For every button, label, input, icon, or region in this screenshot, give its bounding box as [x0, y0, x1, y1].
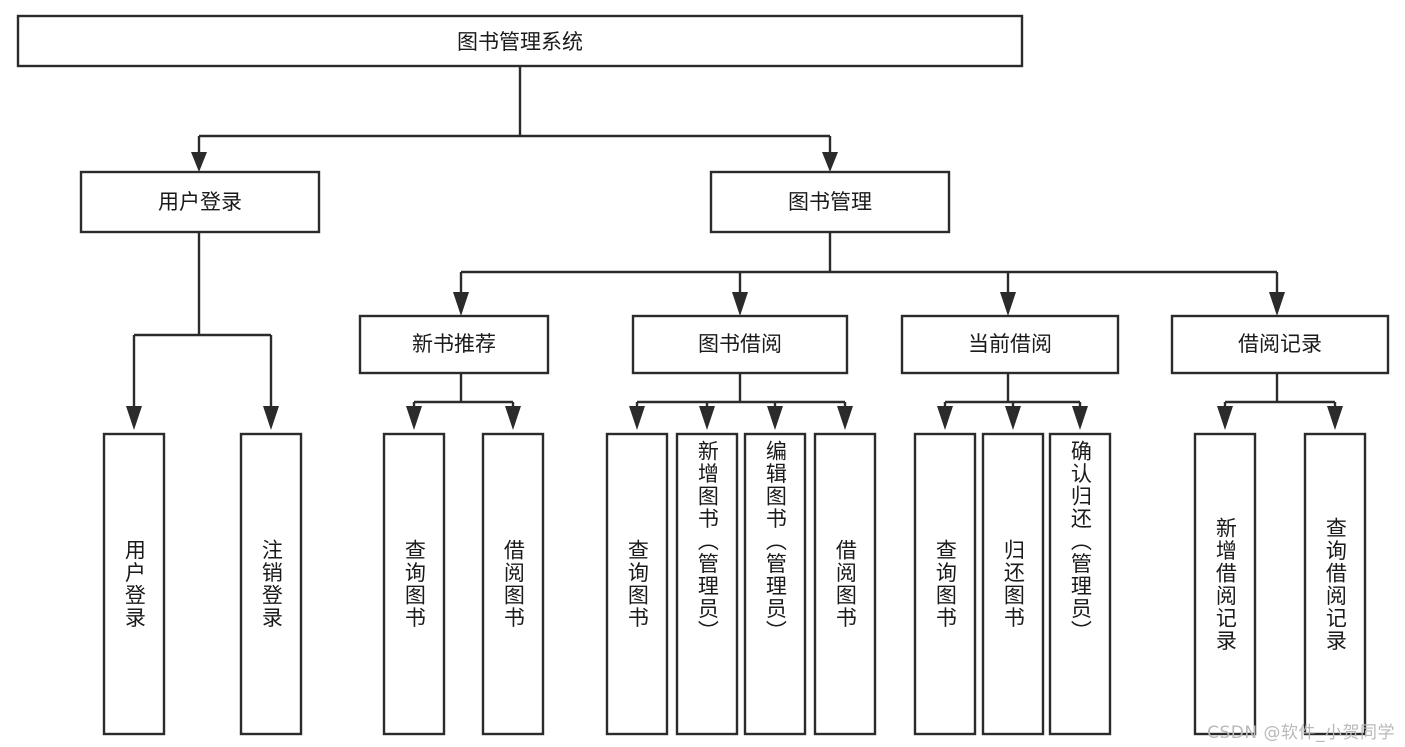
- leaf-boxes-book-borrow: [605, 432, 877, 736]
- leaf-box-query-book-cb[interactable]: [913, 432, 977, 736]
- node-borrow-record[interactable]: 借阅记录: [1170, 314, 1390, 375]
- edge-group-book-borrow-to-leaves: [629, 373, 853, 430]
- arrow-bb-leaf4: [837, 406, 853, 430]
- node-root-box[interactable]: [16, 14, 1024, 68]
- node-borrow-record-box[interactable]: [1170, 314, 1390, 375]
- leaf-box-query-borrow-record[interactable]: [1303, 432, 1367, 736]
- edge-group-book-mgmt-to-level2: [453, 232, 1285, 316]
- node-user-login[interactable]: 用户登录: [79, 170, 321, 234]
- arrow-br-leaf1: [1217, 406, 1233, 430]
- leaf-boxes-user-login: [102, 432, 303, 736]
- arrow-bb-leaf2: [699, 406, 715, 430]
- leaf-box-confirm-return-admin[interactable]: [1048, 432, 1112, 736]
- node-user-login-label: 用户登录: [158, 190, 242, 214]
- arrow-to-current-borrow: [1000, 292, 1016, 316]
- arrow-bb-leaf1: [629, 406, 645, 430]
- node-book-borrow-box[interactable]: [631, 314, 849, 375]
- node-current-borrow-box[interactable]: [900, 314, 1120, 375]
- leaf-box-edit-book-admin[interactable]: [743, 432, 807, 736]
- leaf-boxes-new-book-recommend: [382, 432, 545, 736]
- node-root[interactable]: 图书管理系统: [16, 14, 1024, 68]
- leaf-box-user-login[interactable]: [102, 432, 166, 736]
- edge-group-new-book-to-leaves: [406, 373, 521, 430]
- node-book-borrow[interactable]: 图书借阅: [631, 314, 849, 375]
- edge-group-borrow-record-to-leaves: [1217, 373, 1343, 430]
- node-book-management[interactable]: 图书管理: [709, 170, 951, 234]
- leaf-boxes-borrow-record: [1193, 432, 1367, 736]
- arrow-cb-leaf2: [1005, 406, 1021, 430]
- arrow-to-book-borrow: [732, 292, 748, 316]
- leaf-box-query-book-bb[interactable]: [605, 432, 669, 736]
- arrow-nb-leaf2: [505, 406, 521, 430]
- node-new-book-recommend-label: 新书推荐: [412, 332, 496, 356]
- node-root-label: 图书管理系统: [457, 30, 583, 54]
- leaf-box-query-book-nb[interactable]: [382, 432, 446, 736]
- node-borrow-record-label: 借阅记录: [1238, 332, 1322, 356]
- node-book-management-label: 图书管理: [788, 190, 872, 214]
- edge-group-user-login-to-leaves: [126, 232, 279, 430]
- leaf-boxes-current-borrow: [913, 432, 1112, 736]
- csdn-watermark: CSDN @软件_小贺同学: [1207, 723, 1395, 743]
- arrow-br-leaf2: [1327, 406, 1343, 430]
- arrow-to-borrow-record: [1269, 292, 1285, 316]
- leaf-box-return-book[interactable]: [981, 432, 1045, 736]
- node-new-book-recommend-box[interactable]: [358, 314, 550, 375]
- node-user-login-box[interactable]: [79, 170, 321, 234]
- arrow-nb-leaf1: [406, 406, 422, 430]
- node-new-book-recommend[interactable]: 新书推荐: [358, 314, 550, 375]
- arrow-cb-leaf3: [1072, 406, 1088, 430]
- node-current-borrow[interactable]: 当前借阅: [900, 314, 1120, 375]
- edge-group-root-to-level1: [191, 66, 838, 172]
- node-book-borrow-label: 图书借阅: [698, 332, 782, 356]
- arrow-to-user-login: [191, 152, 207, 172]
- arrow-to-leaf-logout: [263, 406, 279, 430]
- leaf-box-borrow-book-bb[interactable]: [813, 432, 877, 736]
- arrow-cb-leaf1: [937, 406, 953, 430]
- leaf-box-add-book-admin[interactable]: [675, 432, 739, 736]
- arrow-to-book-mgmt: [822, 152, 838, 172]
- arrow-to-new-book: [453, 292, 469, 316]
- leaf-box-add-borrow-record[interactable]: [1193, 432, 1257, 736]
- leaf-box-logout[interactable]: [239, 432, 303, 736]
- leaf-box-borrow-book-nb[interactable]: [481, 432, 545, 736]
- arrow-to-leaf-user-login: [126, 406, 142, 430]
- node-current-borrow-label: 当前借阅: [968, 332, 1052, 356]
- arrow-bb-leaf3: [767, 406, 783, 430]
- node-book-management-box[interactable]: [709, 170, 951, 234]
- edge-group-current-borrow-to-leaves: [937, 373, 1088, 430]
